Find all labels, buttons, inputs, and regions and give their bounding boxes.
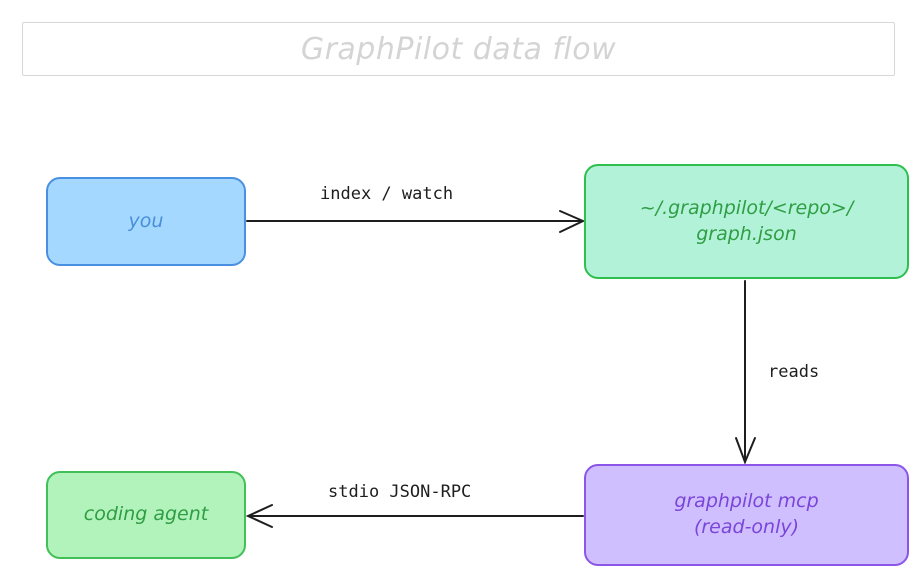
diagram-title: GraphPilot data flow <box>300 31 617 67</box>
node-graph-json: ~/.graphpilot/<repo>/ graph.json <box>584 164 909 279</box>
node-agent-label: coding agent <box>83 503 209 526</box>
node-coding-agent: coding agent <box>46 471 246 559</box>
edge-label-reads: reads <box>768 362 820 382</box>
node-you-label: you <box>128 209 164 232</box>
node-graphpilot-mcp: graphpilot mcp (read-only) <box>584 464 909 566</box>
arrow-index-watch <box>246 210 586 233</box>
edge-label-index-watch: index / watch <box>320 184 454 204</box>
node-graph-line1: ~/.graphpilot/<repo>/ <box>639 196 854 219</box>
arrow-stdio <box>245 504 584 528</box>
node-mcp-line1: graphpilot mcp <box>674 490 819 513</box>
node-graph-line2: graph.json <box>696 222 797 245</box>
node-mcp-line2: (read-only) <box>693 516 800 538</box>
arrow-reads <box>735 280 756 465</box>
edge-label-stdio: stdio JSON-RPC <box>328 482 472 502</box>
title-frame: GraphPilot data flow <box>22 22 895 76</box>
node-you: you <box>46 177 246 266</box>
